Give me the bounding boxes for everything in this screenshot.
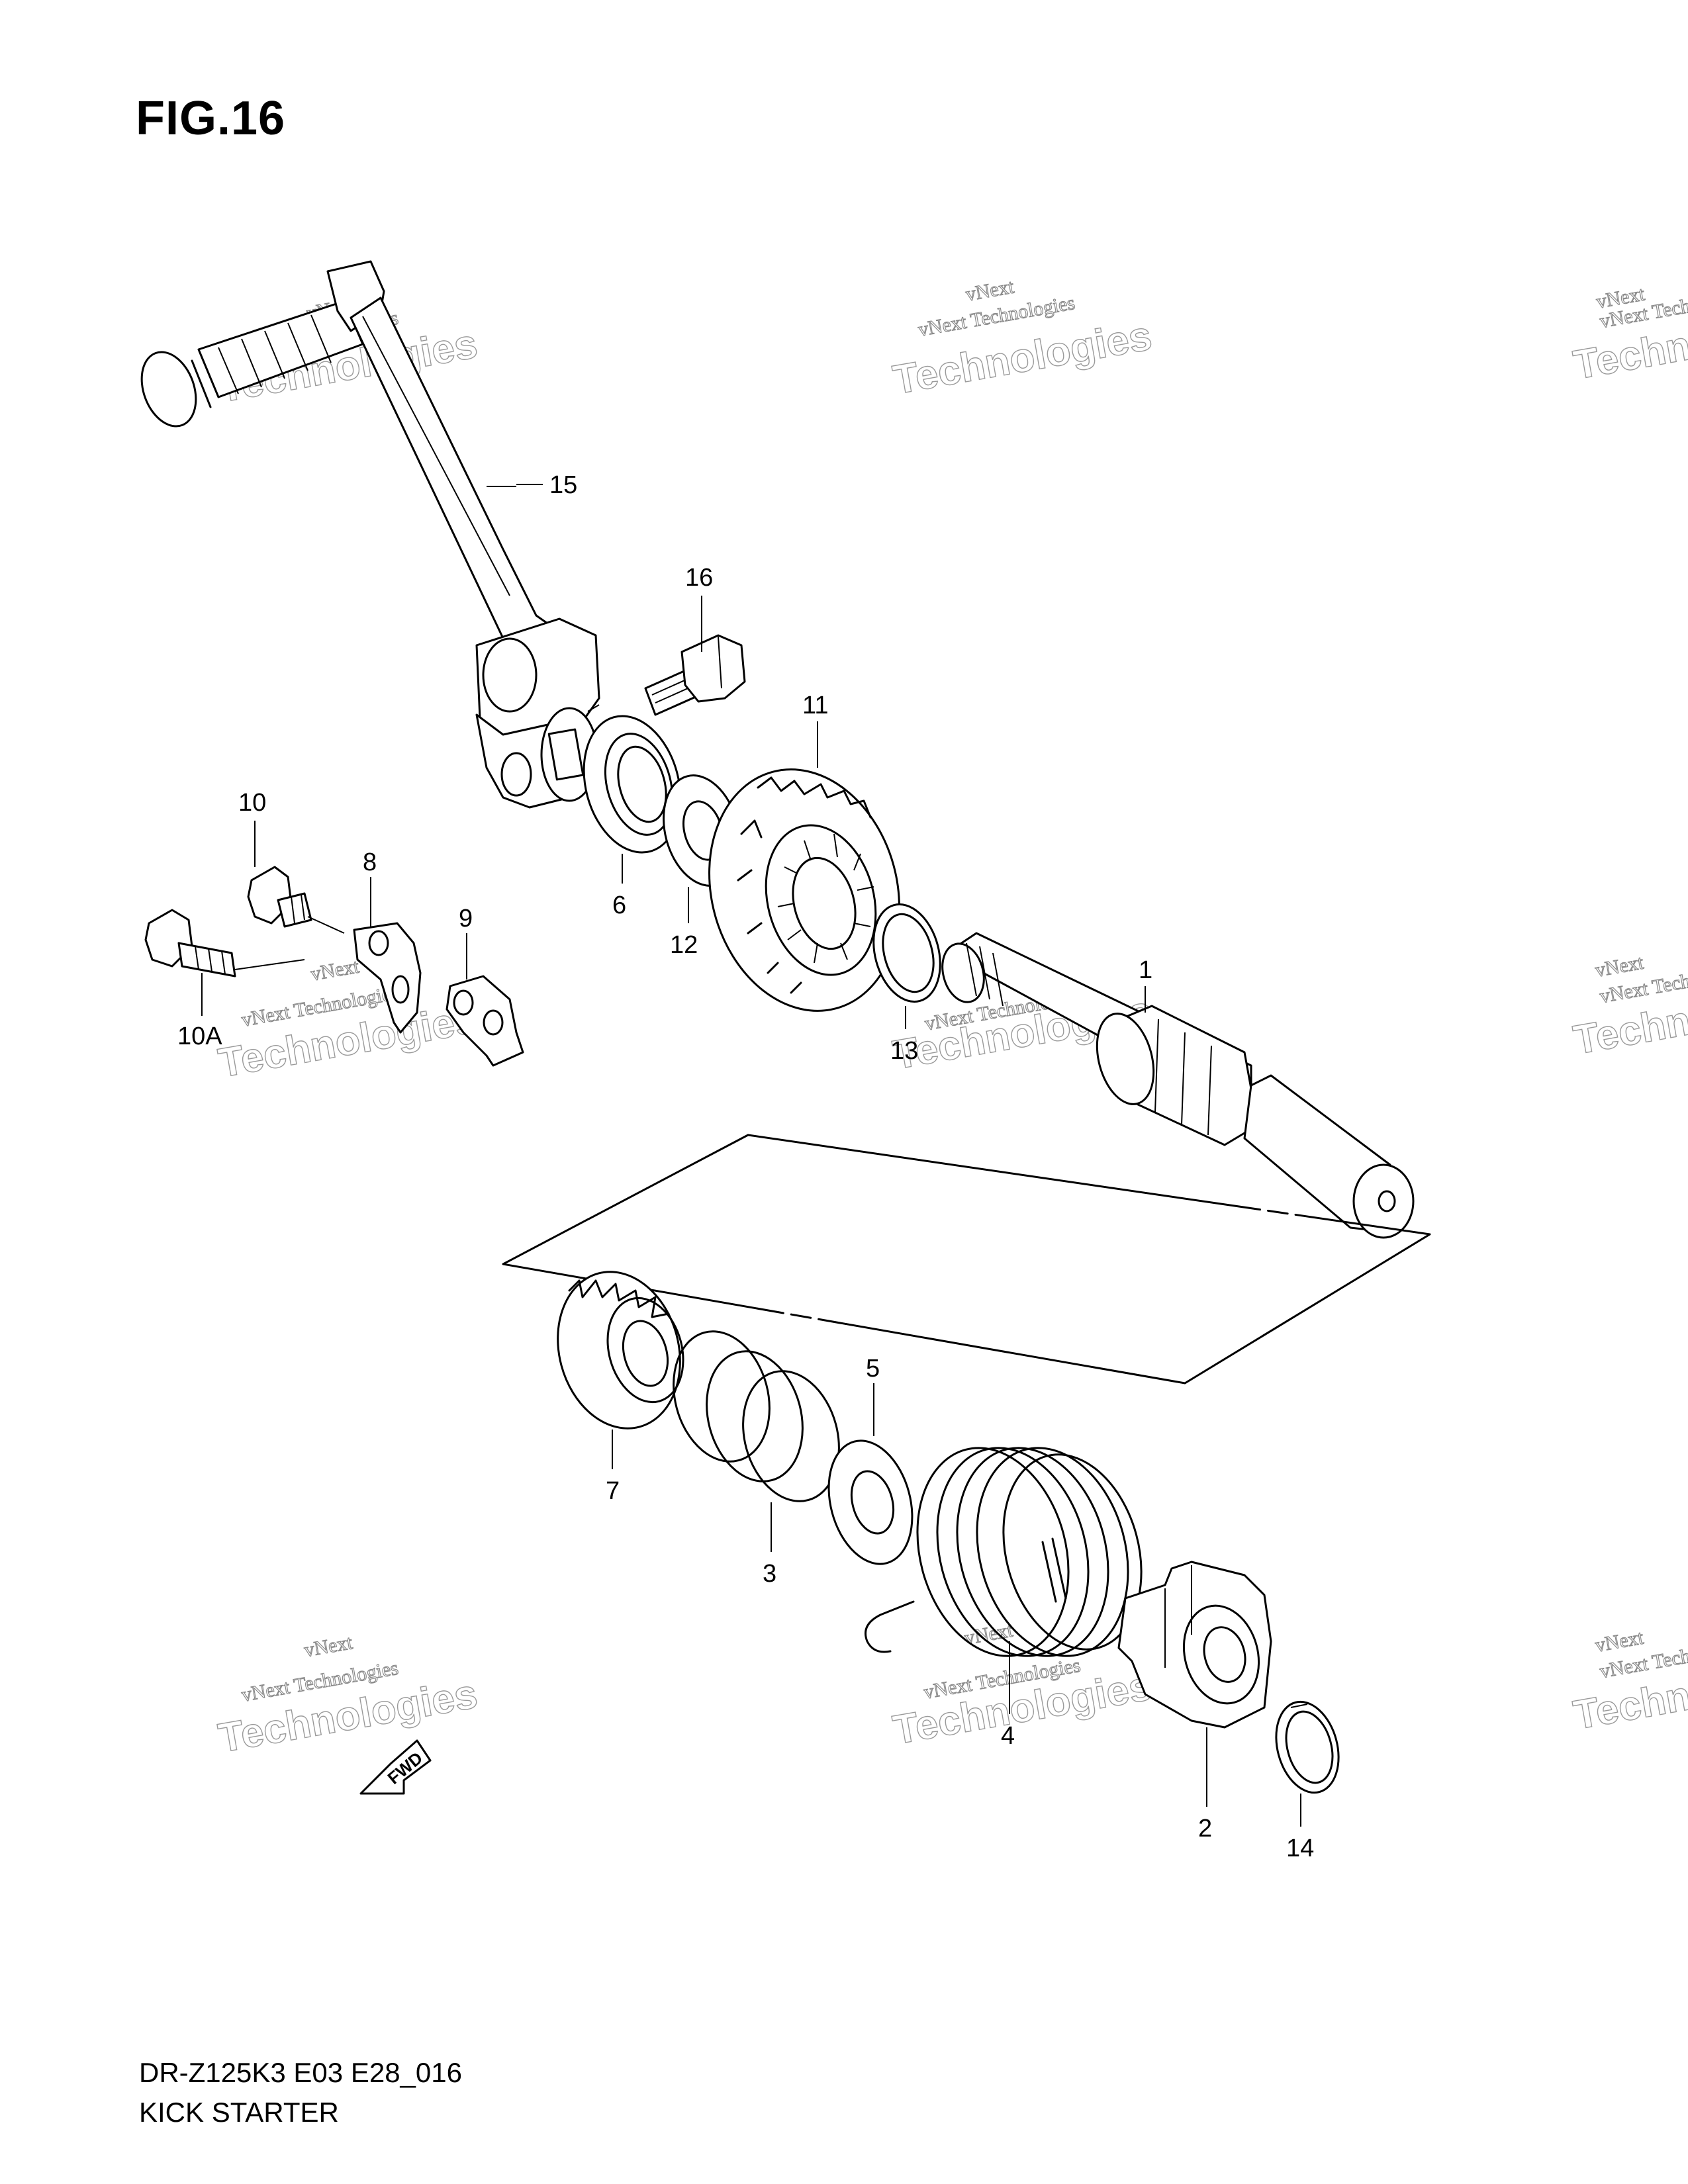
callout-8: 8 xyxy=(363,848,377,876)
spring-guide-part xyxy=(1117,1561,1272,1729)
callout-3: 3 xyxy=(763,1560,776,1588)
watermark-group: vNext vNext Technologies Technologies xyxy=(889,275,1155,404)
callout-15: 15 xyxy=(549,471,577,499)
callout-4: 4 xyxy=(1001,1722,1015,1750)
fwd-arrow-icon: FWD xyxy=(359,1739,432,1795)
watermark-group: vNext vNext Technologies Technologies xyxy=(889,1619,1155,1754)
diagram-name: KICK STARTER xyxy=(139,2097,339,2128)
guide-plate-part xyxy=(353,922,422,1034)
callout-9: 9 xyxy=(459,905,473,933)
callout-6: 6 xyxy=(612,891,626,919)
figure-title: FIG.16 xyxy=(136,92,286,145)
stopper-plate-part xyxy=(445,975,524,1067)
callout-10a: 10A xyxy=(177,1023,222,1050)
watermark-text: vNext xyxy=(1593,952,1646,981)
watermark-group: vNext vNext Technologies Technologies xyxy=(1570,951,1688,1064)
callout-11: 11 xyxy=(802,692,828,719)
watermark-text: vNext xyxy=(964,275,1016,305)
watermark-text: vNext xyxy=(303,1631,355,1661)
washer-5-part xyxy=(827,1439,914,1565)
callout-13: 13 xyxy=(890,1037,918,1065)
watermark-group: vNext vNext Technologies Technologies xyxy=(214,955,481,1087)
callout-5: 5 xyxy=(866,1355,880,1383)
diagram-code: DR-Z125K3 E03 E28_016 xyxy=(139,2057,462,2088)
watermark-group: vNext vNext Technologies Technologies xyxy=(214,1631,481,1762)
watermark-group: vNext vNext Technologies Technologies xyxy=(1570,283,1688,389)
leader-lines xyxy=(201,484,1301,1827)
callout-12: 12 xyxy=(670,931,698,959)
callout-7: 7 xyxy=(606,1477,620,1505)
watermark-text: vNext xyxy=(1593,1627,1646,1657)
kick-driven-gear-part xyxy=(708,768,900,1012)
kick-lever-part xyxy=(140,260,600,809)
callout-10: 10 xyxy=(238,789,266,817)
callout-14: 14 xyxy=(1286,1835,1314,1862)
return-spring-part xyxy=(865,1447,1143,1657)
callout-2: 2 xyxy=(1198,1815,1212,1843)
kick-drive-gear-part xyxy=(557,1271,684,1430)
assembly-outline xyxy=(502,1134,1431,1385)
callout-1: 1 xyxy=(1139,956,1152,984)
circlip-14-part xyxy=(1275,1700,1340,1794)
kick-starter-shaft-part xyxy=(941,932,1415,1239)
watermark-group: vNext vNext Technologies Technologies xyxy=(1570,1626,1688,1739)
circlip-13-part xyxy=(872,903,941,1003)
bolt-10-part xyxy=(247,866,312,928)
spring-3-part xyxy=(673,1330,840,1502)
oil-seal-part xyxy=(583,715,682,854)
watermark-text: vNext xyxy=(309,955,361,985)
bolt-10a-part xyxy=(144,909,236,978)
bolt-16-part xyxy=(644,634,746,716)
callout-16: 16 xyxy=(685,564,713,592)
